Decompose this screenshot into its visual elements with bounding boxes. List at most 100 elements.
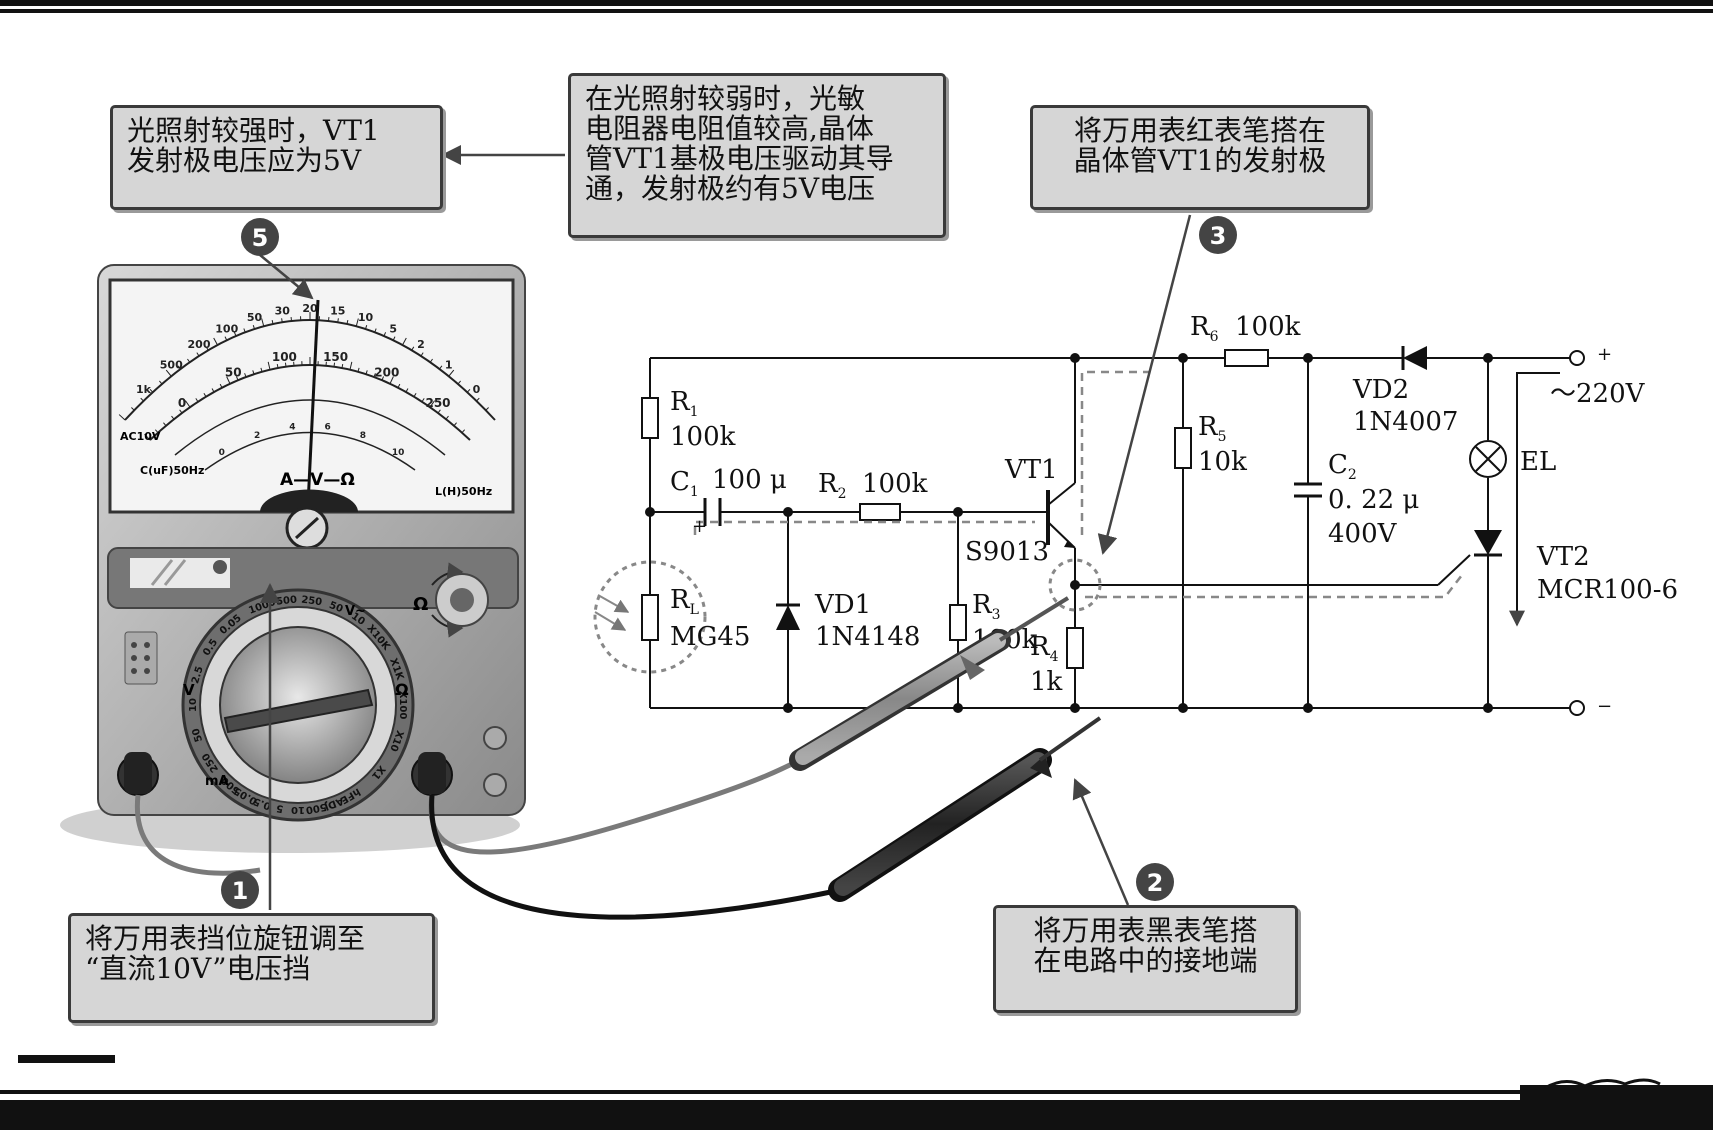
svg-text:VD2: VD2 [1352,375,1409,405]
red-test-lead [428,596,1070,855]
meter-scale-label-top: 30 [275,304,291,317]
meter-tick [267,361,271,370]
component-r1 [641,397,659,439]
meter-brand-label: A—V—Ω [280,470,355,490]
callout-range-selector: 将万用表挡位旋钮调至 “直流10V”电压挡 [68,913,435,1023]
meter-tick [402,337,407,346]
meter-scale-label-top: 500 [160,358,183,371]
svg-text:1k: 1k [1030,667,1063,697]
meter-scale-label-top: 100 [215,322,238,335]
svg-text:+: + [692,516,707,537]
dial-vac-label: V~ [345,604,366,619]
meter-tick [163,422,167,427]
svg-text:～220V: ～220V [1550,379,1646,409]
meter-scale-label-top: 20 [302,302,318,315]
black-lead-plug [124,752,152,794]
meter-tick [365,325,368,330]
svg-text:10k: 10k [1198,447,1247,477]
meter-tick [397,383,401,388]
meter-scale-label-mid: 200 [374,365,399,379]
dial-ma-label: mA [205,774,229,789]
black-test-lead [134,716,1102,920]
component-vt2-thyristor [1474,530,1502,557]
terminal-minus: − [1569,696,1612,717]
component-rl-photoresistor [593,560,707,674]
range-selector-pointer [223,688,374,734]
meter-tick [413,393,417,397]
callout-vt1-voltage: 光照射较强时，VT1 发射极电压应为5V [110,105,443,210]
meter-scale-label-mid: 150 [323,350,348,364]
callout-line: 将万用表红表笔搭在 [1073,114,1326,147]
meter-tick [196,352,200,357]
step-number-3: 3 [1199,216,1237,254]
callout-black-probe: 将万用表黑表笔搭 在电路中的接地端 [993,905,1298,1013]
component-vt1 [1040,490,1075,548]
callout-line: 电阻器电阻值较高,晶体 [585,112,874,145]
meter-tick [453,422,457,427]
svg-text:100k: 100k [862,469,928,499]
meter-tick [392,336,396,341]
meter-tick [195,398,199,403]
meter-tick [485,407,489,411]
callout-explanation: 在光照射较弱时，光敏 电阻器电阻值较高,晶体 管VT1基极电压驱动其导 通，发射… [568,73,946,238]
meter-tick [184,400,191,408]
meter-scale-label-low: 6 [325,423,331,433]
meter-tick [381,376,385,381]
meter-tick [374,328,377,333]
svg-text:RL: RL [670,585,699,618]
meter-scale-label-low: 0 [219,448,225,458]
component-r5 [1174,427,1192,469]
svg-text:C1: C1 [670,467,699,500]
page-border-top [0,0,1713,13]
meter-tick [365,370,368,375]
meter-tick [284,362,287,367]
meter-tick [235,376,239,381]
meter-tick [165,369,172,377]
aux-jack-1[interactable] [483,726,507,750]
terminal-plus: + [1569,344,1612,366]
meter-tick [466,388,471,393]
svg-text:C2: C2 [1328,450,1357,483]
meter-tick [205,346,209,351]
component-r3 [949,604,967,641]
svg-text:100k: 100k [1235,312,1301,342]
meter-tick [271,319,274,325]
svg-text:R1: R1 [670,387,699,420]
meter-tick [389,376,394,384]
meter-tick [244,373,247,378]
svg-text:0. 22 μ: 0. 22 μ [1328,485,1419,515]
meter-scale-label-top: 15 [330,304,345,317]
meter-scale-label-low: 8 [360,431,366,441]
meter-tick [144,433,151,441]
ohm-adjust-label: Ω [413,594,428,615]
meter-tick [355,318,359,327]
page-border-bottom [0,1055,1713,1130]
callout-line: 晶体管VT1的发射极 [1073,144,1327,177]
meter-tick [439,365,443,370]
meter-tick [420,352,424,357]
meter-tick [149,388,154,393]
meter-scale-label-low: 2 [254,431,260,441]
meter-scale-label-mid: 50 [225,365,242,379]
svg-text:R4: R4 [1030,632,1059,665]
callout-line: 光照射较强时，VT1 [127,114,380,147]
aux-jack-2[interactable] [483,773,507,797]
meter-indicator-dot [213,560,227,574]
red-lead-plug [418,752,446,794]
callout-line: 将万用表黑表笔搭 [1033,914,1258,947]
circuit-schematic [649,357,1570,709]
meter-needle-pivot [260,489,358,512]
meter-tick [281,318,283,323]
meter-tick [405,388,409,393]
meter-tick [226,376,231,384]
meter-tick [118,414,126,421]
callout-line: 将万用表挡位旋钮调至 [85,922,366,955]
dial-range-label: 250 [301,595,323,609]
component-r6 [1224,349,1269,367]
callout-line: “直流10V”电压挡 [85,952,311,985]
step-number-5: 5 [241,218,279,256]
dial-range-label: X100 [397,691,408,720]
dial-v-label: V [183,681,195,699]
